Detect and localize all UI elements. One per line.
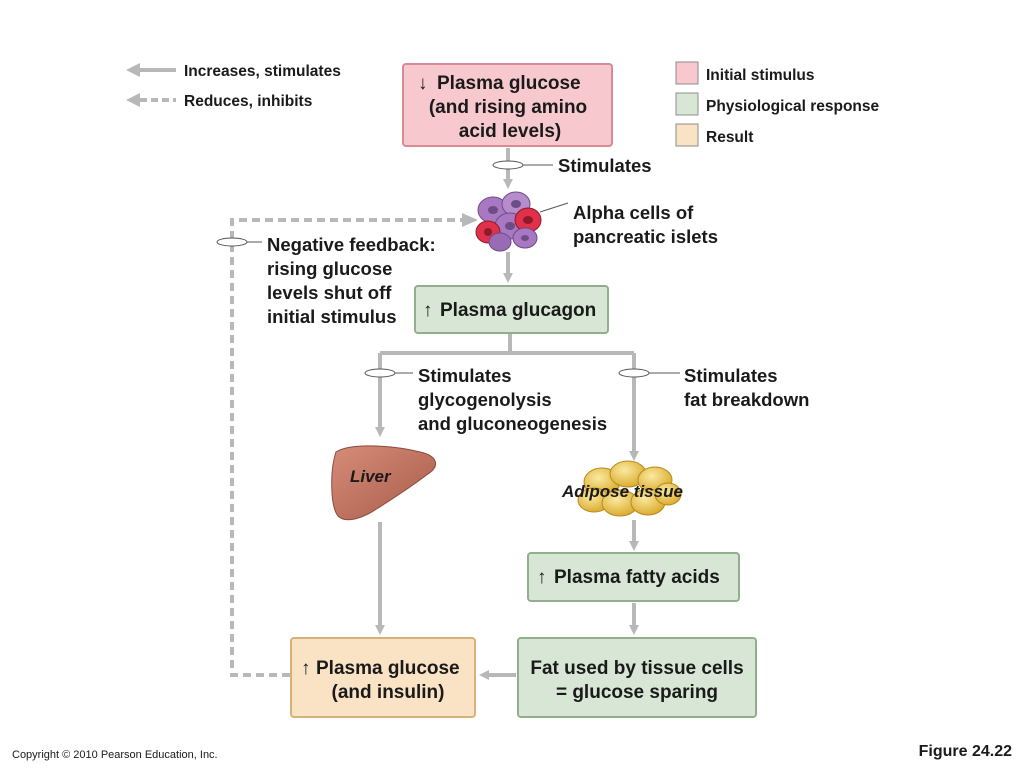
box-line: Plasma fatty acids (554, 567, 720, 588)
legend-item-result: Result (706, 129, 753, 146)
alpha-cells-illustration (475, 191, 542, 252)
label-stimulates-fat: fat breakdown (684, 389, 809, 410)
box-arrow-down: ↓ (418, 73, 428, 94)
legend-dashed-arrow (126, 93, 176, 107)
box-line: Fat used by tissue cells (530, 658, 743, 679)
label-stimulates-glyco: glycogenolysis (418, 389, 552, 410)
legend-swatch-response (675, 92, 699, 116)
box-plasma-fatty-acids: ↑ Plasma fatty acids (527, 552, 740, 602)
label-alpha-cells: pancreatic islets (573, 226, 718, 247)
box-line: Plasma glucose (316, 658, 460, 679)
box-arrow-up: ↑ (537, 567, 547, 588)
label-negative-feedback: Negative feedback: (267, 234, 436, 255)
box-line: (and insulin) (332, 682, 445, 703)
legend-swatch-initial (675, 61, 699, 85)
box-plasma-glucagon: ↑ Plasma glucagon (414, 285, 609, 334)
adipose-illustration (577, 460, 682, 517)
box-line: Plasma glucose (437, 73, 581, 94)
copyright-notice: Copyright © 2010 Pearson Education, Inc. (12, 749, 218, 761)
label-stimulates-top: Stimulates (558, 155, 652, 176)
legend-item-response: Physiological response (706, 98, 880, 115)
label-negative-feedback: levels shut off (267, 282, 392, 303)
legend: Increases, stimulates Reduces, inhibits … (126, 61, 880, 147)
legend-solid-arrow (126, 63, 176, 77)
legend-swatch-result (675, 123, 699, 147)
feedback-loop (230, 218, 462, 677)
label-alpha-cells: Alpha cells of (573, 202, 694, 223)
label-negative-feedback: rising glucose (267, 258, 392, 279)
legend-dashed-label: Reduces, inhibits (184, 93, 312, 110)
label-stimulates-glyco: Stimulates (418, 365, 512, 386)
label-stimulates-fat: Stimulates (684, 365, 778, 386)
figure-number: Figure 24.22 (918, 743, 1012, 760)
liver-label: Liver (350, 467, 392, 486)
box-plasma-glucose-low: ↓ Plasma glucose (and rising amino acid … (402, 63, 613, 147)
box-fat-used: Fat used by tissue cells = glucose spari… (517, 637, 757, 718)
callouts (216, 160, 680, 378)
box-plasma-glucose-high: ↑ Plasma glucose (and insulin) (290, 637, 476, 718)
adipose-label: Adipose tissue (561, 482, 683, 501)
label-stimulates-glyco: and gluconeogenesis (418, 413, 607, 434)
liver-illustration (331, 445, 436, 521)
label-negative-feedback: initial stimulus (267, 306, 397, 327)
box-arrow-up: ↑ (301, 658, 311, 679)
box-line: acid levels) (459, 121, 561, 142)
feedback-arrowhead (462, 213, 478, 227)
box-line: = glucose sparing (556, 682, 718, 703)
box-line: (and rising amino (429, 97, 587, 118)
legend-solid-label: Increases, stimulates (184, 63, 341, 80)
legend-item-initial: Initial stimulus (706, 67, 815, 84)
box-line: Plasma glucagon (440, 300, 596, 321)
box-arrow-up: ↑ (423, 300, 433, 321)
